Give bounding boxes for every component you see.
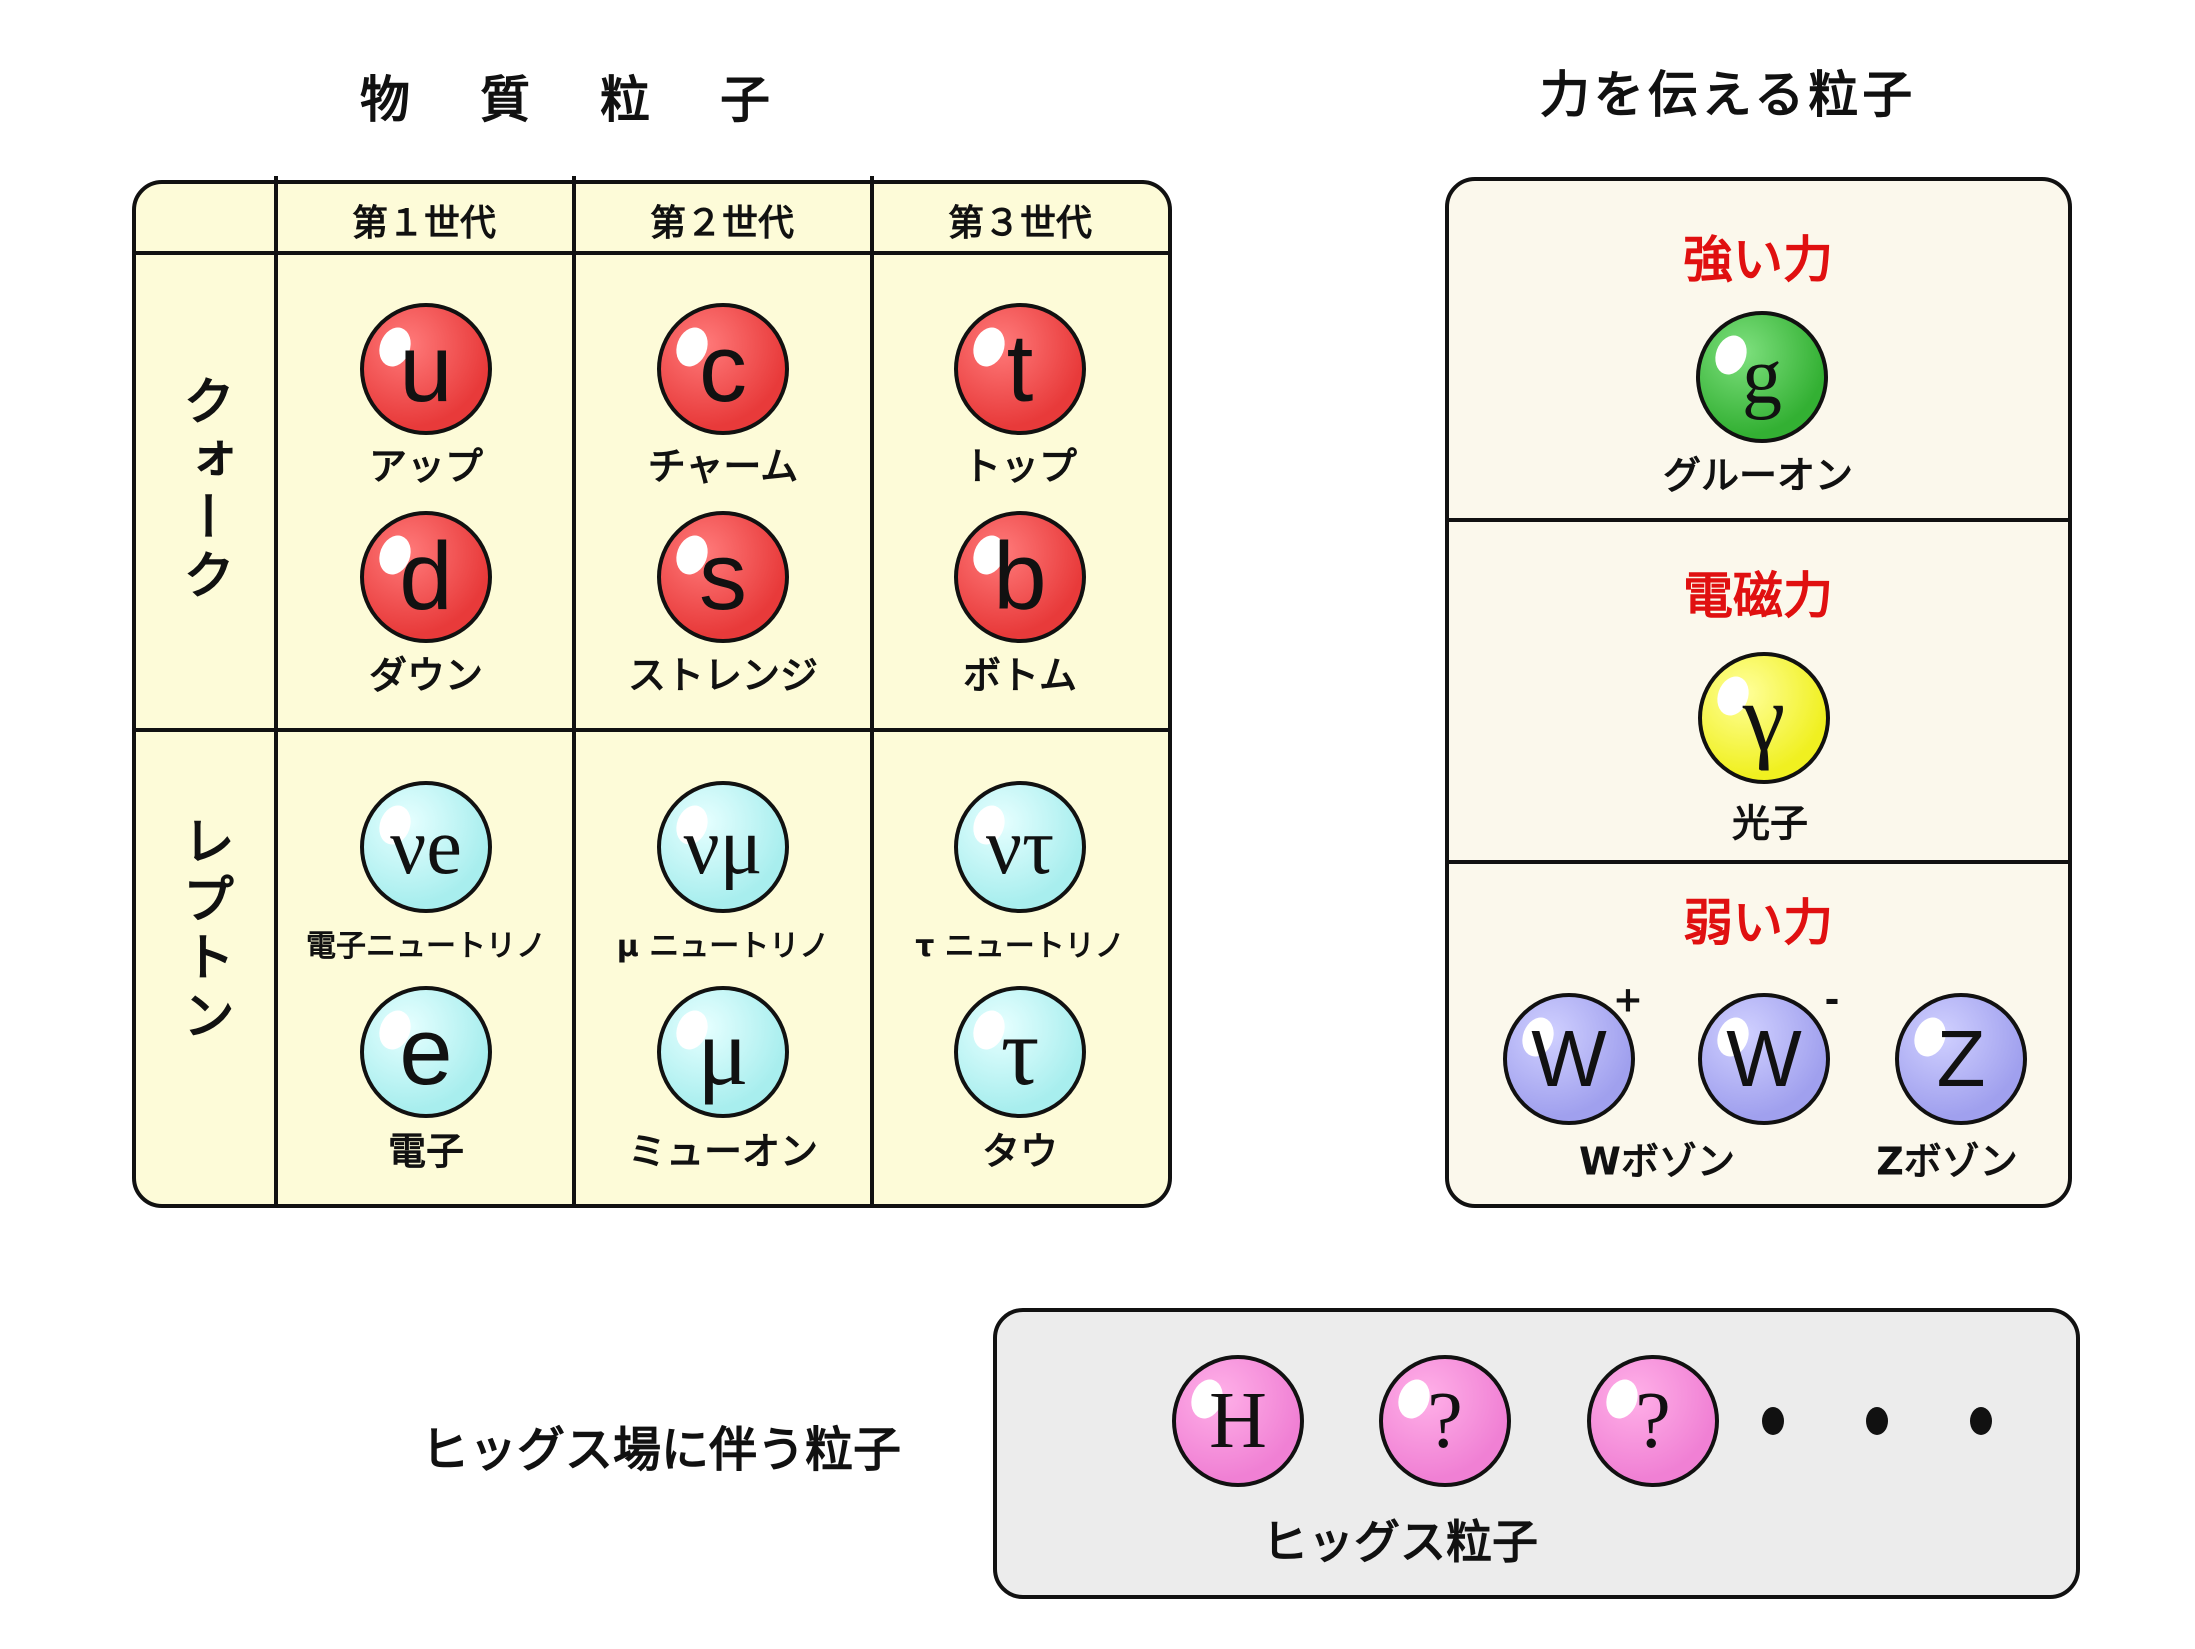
divider <box>132 728 1172 732</box>
particle-symbol: νe <box>390 803 462 891</box>
strong-force-label: 強い力 <box>1683 231 1833 289</box>
particle-label: ダウン <box>368 653 484 698</box>
em-force-label: 電磁力 <box>1683 567 1833 625</box>
tau-ball: τ <box>954 986 1086 1118</box>
particle-symbol: W <box>1531 1014 1607 1103</box>
particle-label: ボトム <box>962 653 1078 698</box>
particle-label: アップ <box>368 444 484 489</box>
particle-symbol: u <box>399 315 453 422</box>
particle-symbol: νμ <box>683 803 763 891</box>
particle-symbol: e <box>399 998 453 1105</box>
particle-symbol: ντ <box>985 803 1055 891</box>
particle-label: ミューオン <box>627 1129 819 1174</box>
generation-2-header: 第２世代 <box>649 203 795 244</box>
particle-symbol: b <box>993 523 1047 630</box>
charm-quark-ball: c <box>657 303 789 435</box>
generation-1-header: 第１世代 <box>351 203 497 244</box>
particle-symbol: H <box>1209 1377 1267 1465</box>
particle-label: チャーム <box>647 444 799 489</box>
particle-label: タウ <box>981 1129 1059 1174</box>
bottom-quark-ball: b <box>954 511 1086 643</box>
particle-symbol: c <box>699 315 747 422</box>
particle-label: 電子ニュートリノ <box>306 929 546 964</box>
particle-label: Zボゾン <box>1876 1139 2018 1184</box>
particle-label: トップ <box>962 444 1078 489</box>
particle-symbol: Z <box>1936 1014 1986 1103</box>
higgs-field-label: ヒッグス場に伴う粒子 <box>420 1422 902 1478</box>
w-plus-ball: W <box>1503 993 1635 1125</box>
strange-quark-ball: s <box>657 511 789 643</box>
ellipsis-dot <box>1762 1407 1784 1435</box>
particle-symbol: t <box>1006 315 1034 422</box>
divider <box>1445 518 2072 522</box>
divider <box>572 176 576 1208</box>
particle-label: Wボゾン <box>1579 1139 1735 1184</box>
muon-ball: μ <box>657 986 789 1118</box>
weak-force-label: 弱い力 <box>1683 894 1833 952</box>
particle-symbol: μ <box>697 998 749 1105</box>
minus-charge: - <box>1824 979 1840 1021</box>
particle-label: ストレンジ <box>627 653 819 698</box>
divider <box>274 176 278 1208</box>
lepton-row-label: レプトン <box>173 814 234 1046</box>
unknown-particle-ball: ? <box>1379 1355 1511 1487</box>
higgs-ball: H <box>1172 1355 1304 1487</box>
z-ball: Z <box>1895 993 2027 1125</box>
particle-symbol: W <box>1726 1014 1802 1103</box>
plus-charge: + <box>1612 979 1644 1021</box>
up-quark-ball: u <box>360 303 492 435</box>
particle-label: μ ニュートリノ <box>616 929 830 964</box>
photon-ball: γ <box>1698 652 1830 784</box>
particle-label: 電子 <box>387 1129 465 1174</box>
gluon-ball: g <box>1696 311 1828 443</box>
force-title: 力を伝える粒子 <box>1539 66 1917 124</box>
top-quark-ball: t <box>954 303 1086 435</box>
particle-symbol: ? <box>1635 1377 1671 1465</box>
particle-label: グルーオン <box>1662 453 1854 498</box>
generation-3-header: 第３世代 <box>947 203 1093 244</box>
w-minus-ball: W <box>1698 993 1830 1125</box>
ellipsis-dot <box>1866 1407 1888 1435</box>
tau-neutrino-ball: ντ <box>954 781 1086 913</box>
particle-symbol: γ <box>1742 664 1786 771</box>
particle-symbol: s <box>699 523 747 630</box>
divider <box>870 176 874 1208</box>
particle-label: τ ニュートリノ <box>915 929 1125 964</box>
particle-symbol: g <box>1742 333 1782 421</box>
electron-neutrino-ball: νe <box>360 781 492 913</box>
unknown-particle-ball: ? <box>1587 1355 1719 1487</box>
higgs-box <box>993 1308 2080 1599</box>
quark-row-label: クォーク <box>173 374 234 606</box>
down-quark-ball: d <box>360 511 492 643</box>
particle-symbol: ? <box>1427 1377 1463 1465</box>
ellipsis-dot <box>1970 1407 1992 1435</box>
higgs-particle-label: ヒッグス粒子 <box>1262 1515 1538 1569</box>
divider <box>1445 860 2072 864</box>
matter-title: 物質粒子 <box>360 71 840 129</box>
particle-symbol: τ <box>1000 998 1040 1105</box>
muon-neutrino-ball: νμ <box>657 781 789 913</box>
particle-symbol: d <box>399 523 453 630</box>
electron-ball: e <box>360 986 492 1118</box>
particle-label: 光子 <box>1731 801 1809 846</box>
divider <box>132 251 1172 255</box>
